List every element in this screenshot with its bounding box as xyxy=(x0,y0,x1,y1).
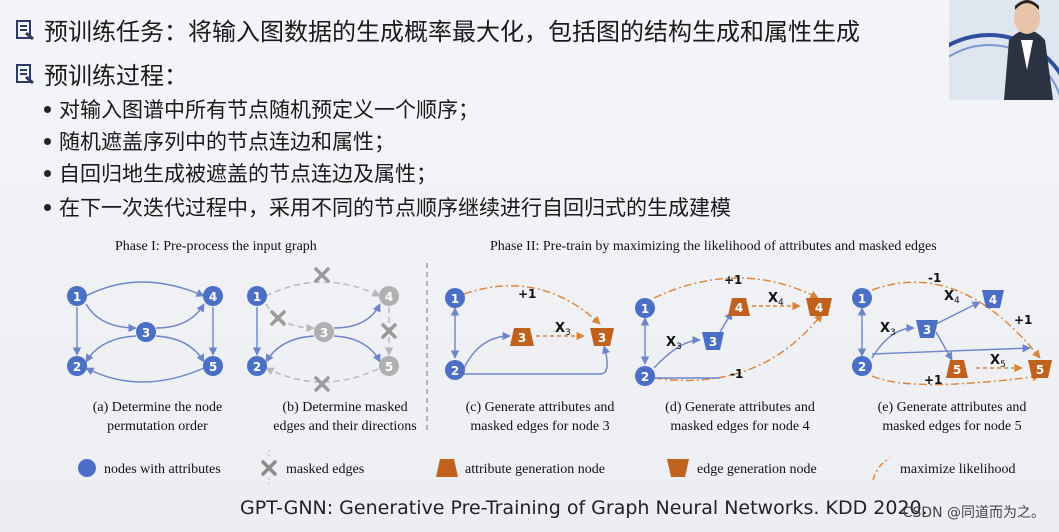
svg-text:4: 4 xyxy=(778,298,784,308)
svg-text:4: 4 xyxy=(735,301,743,315)
svg-text:4: 4 xyxy=(954,296,960,306)
svg-text:2: 2 xyxy=(641,370,649,384)
svg-text:4: 4 xyxy=(385,290,393,304)
svg-text:5: 5 xyxy=(1000,360,1006,370)
svg-text:5: 5 xyxy=(1036,363,1044,377)
svg-text:+1: +1 xyxy=(924,373,942,387)
svg-text:X: X xyxy=(944,289,954,304)
legend-masked-swatch xyxy=(261,460,277,476)
svg-text:3: 3 xyxy=(598,331,606,345)
svg-text:2: 2 xyxy=(451,364,459,378)
svg-text:3: 3 xyxy=(565,328,571,338)
legend-likelihood: maximize likelihood xyxy=(900,462,1015,477)
svg-text:5: 5 xyxy=(953,363,961,377)
svg-text:2: 2 xyxy=(73,360,81,374)
gpt-gnn-figure: Phase I: Pre-process the input graph Pha… xyxy=(67,239,1052,486)
svg-text:2: 2 xyxy=(253,360,261,374)
svg-text:4: 4 xyxy=(989,293,997,307)
speaker-video xyxy=(949,0,1059,100)
document-icon xyxy=(16,63,34,84)
svg-text:+1: +1 xyxy=(724,273,742,287)
svg-text:5: 5 xyxy=(209,360,217,374)
panel-b: 1 2 3 4 5 xyxy=(247,267,399,392)
svg-text:4: 4 xyxy=(209,290,217,304)
legend-edge-node: edge generation node xyxy=(697,462,817,477)
svg-text:1: 1 xyxy=(253,290,261,304)
svg-text:X: X xyxy=(768,291,778,306)
svg-text:3: 3 xyxy=(518,331,526,345)
svg-text:-1: -1 xyxy=(928,271,941,285)
svg-text:1: 1 xyxy=(451,292,459,306)
sub-bullet: 对输入图谱中所有节点随机预定义一个顺序； xyxy=(44,94,479,124)
document-icon xyxy=(16,19,34,40)
bullet-text: 预训练过程： xyxy=(44,62,188,90)
svg-text:3: 3 xyxy=(923,323,931,337)
svg-text:+1: +1 xyxy=(518,287,536,301)
phase2-title: Phase II: Pre-train by maximizing the li… xyxy=(490,239,937,254)
svg-text:1: 1 xyxy=(858,292,866,306)
svg-text:-1: -1 xyxy=(730,367,743,381)
legend-attr-swatch xyxy=(436,459,458,477)
svg-text:3: 3 xyxy=(142,326,150,340)
svg-text:X: X xyxy=(666,335,676,350)
svg-text:5: 5 xyxy=(385,360,393,374)
svg-text:3: 3 xyxy=(320,326,328,340)
sub-bullet: 自回归地生成被遮盖的节点连边及属性； xyxy=(44,158,437,188)
bullet-pretrain-process: 预训练过程： xyxy=(14,56,188,91)
csdn-watermark: CSDN @同道而为之。 xyxy=(902,505,1045,521)
legend: nodes with attributes masked edges attri… xyxy=(78,450,1015,486)
svg-text:3: 3 xyxy=(676,342,682,352)
legend-masked: masked edges xyxy=(286,462,364,477)
svg-text:3: 3 xyxy=(709,335,717,349)
bullet-text: 预训练任务：将输入图数据的生成概率最大化，包括图的结构生成和属性生成 xyxy=(44,18,860,46)
svg-text:1: 1 xyxy=(641,302,649,316)
sub-bullet: 随机遮盖序列中的节点连边和属性； xyxy=(44,126,395,156)
legend-edge-swatch xyxy=(667,459,689,477)
legend-attr-node: attribute generation node xyxy=(465,462,605,477)
svg-text:X: X xyxy=(880,321,890,336)
svg-text:3: 3 xyxy=(890,328,896,338)
panel-a: 1 2 3 4 5 xyxy=(67,281,223,383)
legend-node-swatch xyxy=(78,459,96,477)
svg-text:4: 4 xyxy=(815,301,823,315)
svg-text:X: X xyxy=(990,353,1000,368)
svg-text:X: X xyxy=(555,321,565,336)
legend-nodes: nodes with attributes xyxy=(104,462,221,477)
svg-text:2: 2 xyxy=(858,360,866,374)
paper-citation: GPT-GNN: Generative Pre-Training of Grap… xyxy=(240,497,928,519)
sub-bullet: 在下一次迭代过程中，采用不同的节点顺序继续进行自回归式的生成建模 xyxy=(44,192,731,222)
phase1-title: Phase I: Pre-process the input graph xyxy=(115,239,317,254)
svg-text:+1: +1 xyxy=(1014,313,1032,327)
legend-likelihood-swatch xyxy=(872,457,891,481)
svg-text:1: 1 xyxy=(73,290,81,304)
bullet-pretrain-task: 预训练任务：将输入图数据的生成概率最大化，包括图的结构生成和属性生成 xyxy=(14,12,860,47)
